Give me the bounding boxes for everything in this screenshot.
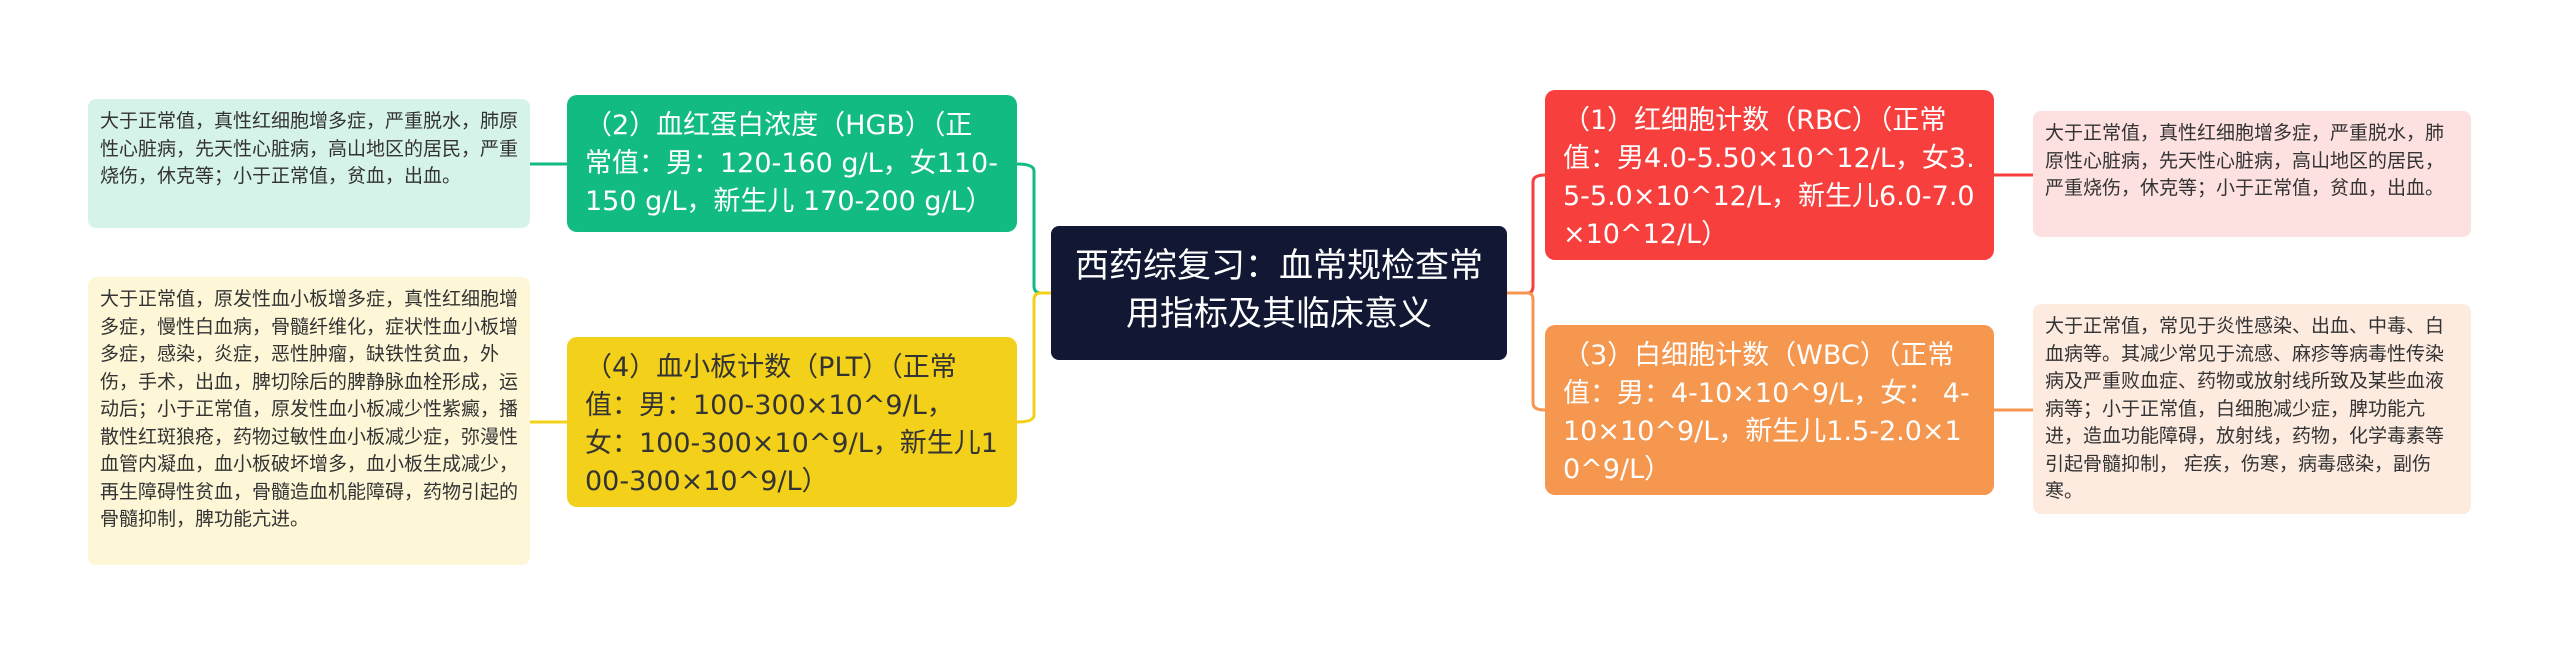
branch-rbc[interactable]: （1）红细胞计数（RBC）（正常值：男4.0-5.50×10^12/L，女3.5… [1545, 90, 1994, 260]
connector-root-hgb [1016, 162, 1051, 295]
connector-root-plt [1016, 291, 1051, 424]
root-topic[interactable]: 西药综复习：血常规检查常用指标及其临床意义 [1051, 226, 1507, 360]
leaf-plt-meaning[interactable]: 大于正常值，原发性血小板增多症，真性红细胞增多症，慢性白血病，骨髓纤维化，症状性… [88, 277, 530, 565]
branch-hgb[interactable]: （2）血红蛋白浓度（HGB）（正常值：男：120-160 g/L，女110-15… [567, 95, 1017, 232]
leaf-rbc-meaning[interactable]: 大于正常值，真性红细胞增多症，严重脱水，肺原性心脏病，先天性心脏病，高山地区的居… [2033, 111, 2471, 237]
leaf-wbc-meaning[interactable]: 大于正常值，常见于炎性感染、出血、中毒、白血病等。其减少常见于流感、麻疹等病毒性… [2033, 304, 2471, 514]
branch-plt[interactable]: （4）血小板计数（PLT）（正常值：男：100-300×10^9/L，女：100… [567, 337, 1017, 507]
connector-root-wbc [1507, 291, 1546, 412]
connector-root-rbc [1507, 173, 1546, 295]
branch-wbc[interactable]: （3）白细胞计数（WBC）（正常值：男：4-10×10^9/L，女： 4-10×… [1545, 325, 1994, 495]
leaf-hgb-meaning[interactable]: 大于正常值，真性红细胞增多症，严重脱水，肺原性心脏病，先天性心脏病，高山地区的居… [88, 99, 530, 228]
